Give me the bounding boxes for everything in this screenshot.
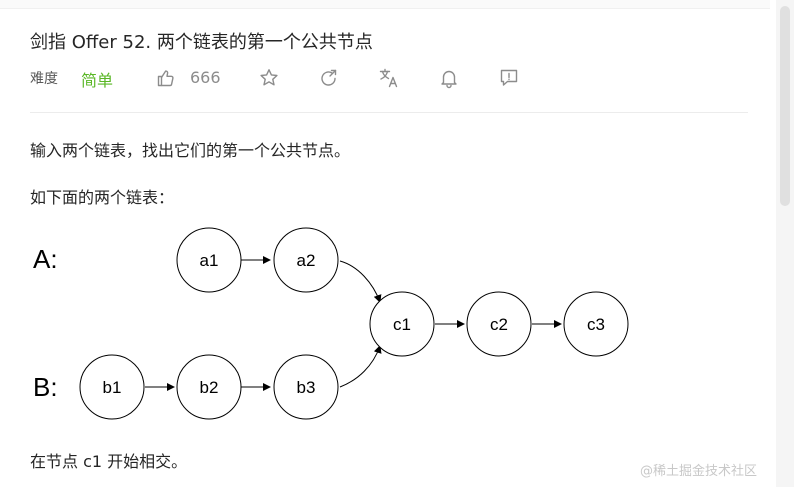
description-paragraph: 输入两个链表，找出它们的第一个公共节点。 [30,141,351,160]
share-button[interactable] [318,67,340,89]
node-b2: b2 [176,354,242,420]
feedback-icon [500,69,518,86]
scrollbar-thumb[interactable] [780,6,790,206]
difficulty-value: 简单 [81,71,114,90]
linked-list-diagram: A: B: a1 a2 b1 b2 b3 [33,227,629,420]
description-paragraph: 在节点 c1 开始相交。 [30,452,188,471]
node-c1-label: c1 [393,315,411,334]
node-a1-label: a1 [200,251,219,270]
translate-icon [379,68,398,88]
edge-b3-c1 [339,345,382,388]
bell-icon [441,70,457,89]
watermark: @稀土掘金技术社区 [640,464,758,479]
edge-a2-c1 [339,260,382,303]
node-b3: b3 [273,354,339,420]
node-c2: c2 [466,291,532,357]
feedback-button[interactable] [498,67,520,89]
problem-title: 剑指 Offer 52. 两个链表的第一个公共节点 [30,32,373,53]
node-c1: c1 [369,291,435,357]
node-b1-label: b1 [103,378,122,397]
list-b-label: B: [33,372,58,402]
node-a2-label: a2 [297,251,316,270]
translate-button[interactable] [378,67,400,89]
node-c3-label: c3 [587,315,605,334]
node-a1: a1 [176,227,242,293]
node-b2-label: b2 [200,378,219,397]
favorite-button[interactable] [258,67,280,89]
node-b3-label: b3 [297,378,316,397]
problem-meta: 难度 简单 666 [30,66,730,90]
node-c3: c3 [563,291,629,357]
description-paragraph: 如下面的两个链表： [30,188,175,207]
list-a-label: A: [33,244,58,274]
divider [30,112,748,113]
like-button[interactable]: 666 [156,66,226,90]
thumbs-up-icon [157,70,174,87]
share-icon [321,69,337,86]
scrollbar[interactable] [776,0,794,487]
node-b1: b1 [79,354,145,420]
difficulty-label: 难度 [30,71,58,87]
notify-button[interactable] [438,67,460,89]
like-count: 666 [190,68,221,87]
star-icon [260,69,278,86]
node-c2-label: c2 [490,315,508,334]
top-bar [0,0,770,9]
node-a2: a2 [273,227,339,293]
